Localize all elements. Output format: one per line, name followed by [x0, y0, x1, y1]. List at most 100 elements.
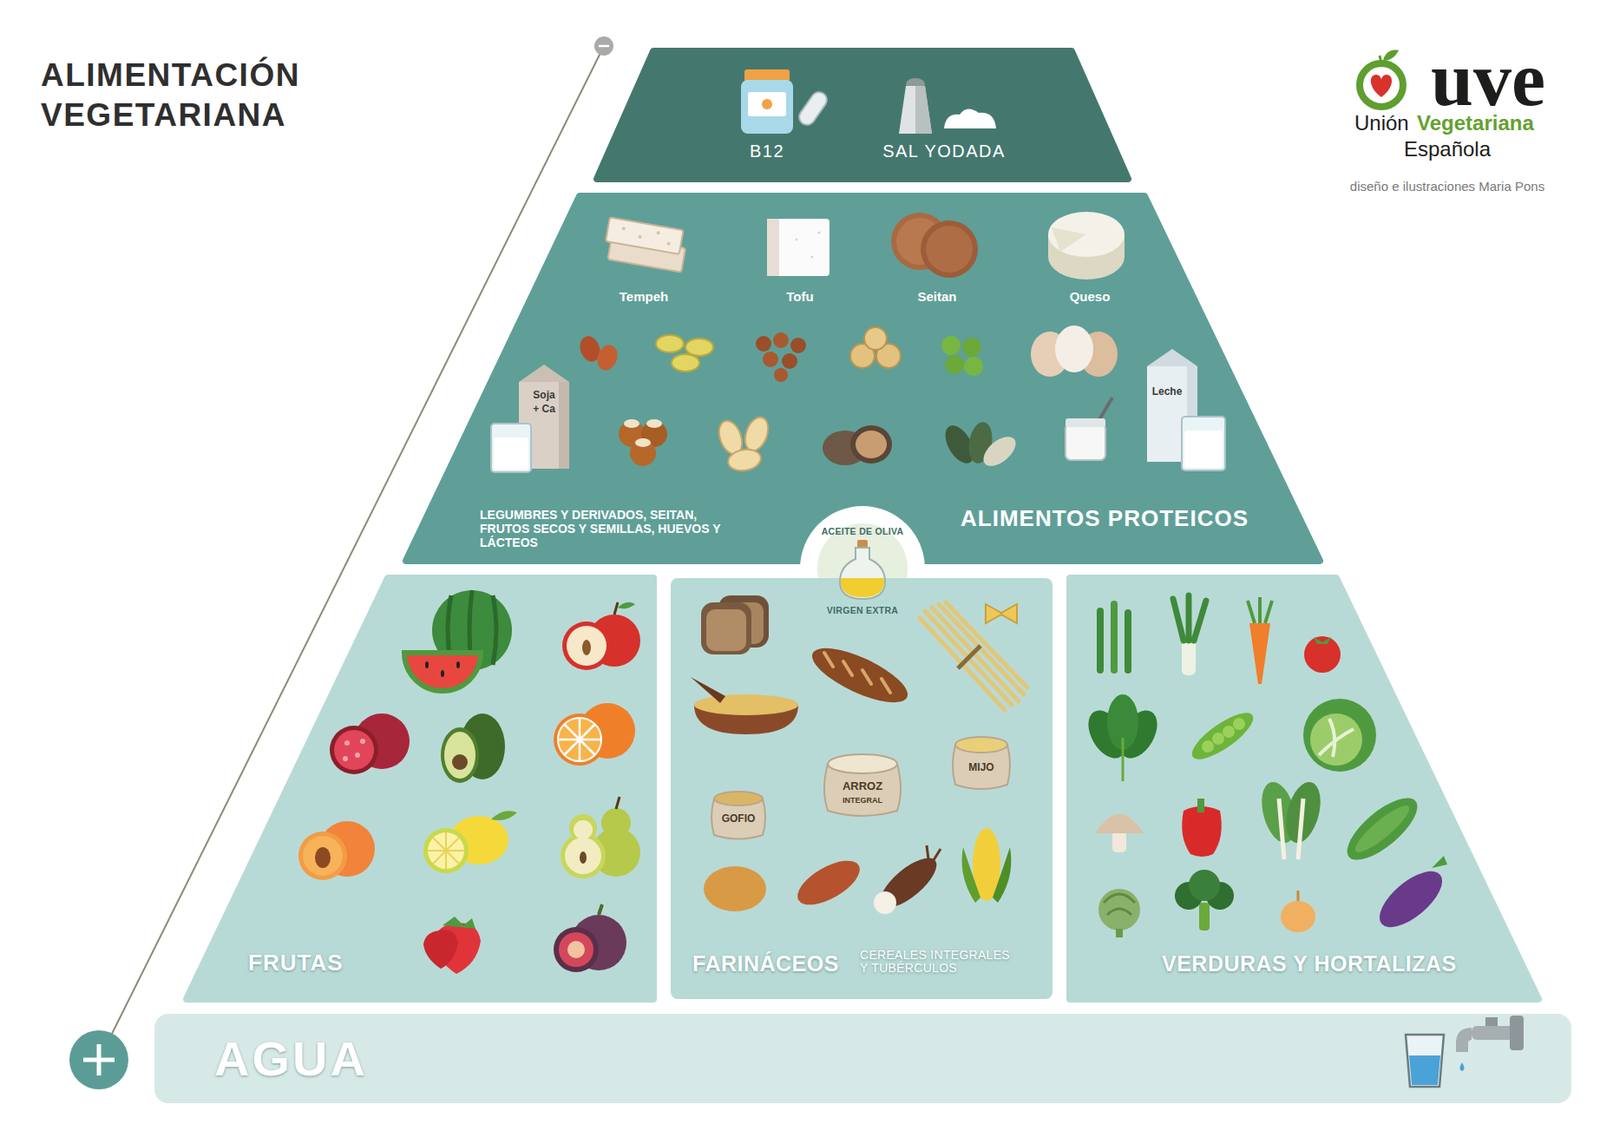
- logo-text: Unión: [1354, 111, 1417, 136]
- cabbage: [1303, 698, 1377, 772]
- legumes: [577, 327, 984, 382]
- band-heading: FRUTAS: [248, 950, 457, 977]
- band-heading-slot: ALIMENTOS PROTEICOS: [960, 505, 1273, 532]
- band-outline: [1069, 577, 1539, 999]
- apricot: [298, 820, 375, 880]
- band-heading-slot: FARINÁCEOS: [692, 950, 854, 977]
- sack-label-slot: INTEGRAL: [830, 795, 895, 805]
- soy-milk: [491, 364, 570, 473]
- band-outline: [154, 1013, 1572, 1103]
- strawberries: [423, 916, 481, 974]
- pasta: [919, 602, 1028, 710]
- asparagus: [1096, 600, 1132, 674]
- supplement-band: B12 SAL YODADA: [596, 51, 1128, 179]
- onion: [1280, 890, 1316, 932]
- almonds: [714, 413, 773, 473]
- credit-note: diseño e ilustraciones Maria Pons: [1321, 178, 1574, 194]
- item-label-slot: SAL YODADA: [844, 141, 1044, 162]
- supplement-band-shape: [596, 51, 1128, 179]
- b12-jar: [740, 69, 794, 134]
- sack-label: ARROZ: [830, 780, 895, 794]
- item-label: B12: [697, 141, 837, 162]
- logo-text: Española: [1382, 137, 1513, 162]
- carrot: [1247, 596, 1273, 684]
- badge-text-slot: ACEITE DE OLIVA: [808, 525, 917, 537]
- band-outline: [186, 577, 654, 999]
- logo-mark: uve: [1409, 41, 1567, 119]
- cheese: [1048, 211, 1125, 280]
- sack-label: GOFIO: [713, 813, 764, 826]
- pill: [796, 89, 831, 129]
- item-label-slot: B12: [697, 141, 837, 162]
- spinach: [1080, 694, 1165, 781]
- band-note-slot: CEREALES INTEGRALES Y TUBÉRCULOS: [859, 948, 1017, 976]
- band-outline: [596, 51, 1128, 179]
- hazelnuts: [618, 419, 668, 466]
- milk: [1147, 348, 1226, 471]
- package-label-slot: Soja: [520, 389, 568, 402]
- pumpkin-seeds: [939, 419, 1022, 472]
- avocado: [440, 713, 505, 783]
- tap: [1455, 1015, 1524, 1071]
- logo-text-slot: Unión: [1354, 111, 1417, 136]
- logo-text-slot: Vegetariana: [1416, 111, 1567, 136]
- peas: [1186, 704, 1260, 767]
- olive-oil-bottle: [839, 539, 886, 599]
- tofu: [767, 218, 830, 276]
- badge-text-slot: VIRGEN EXTRA: [814, 604, 911, 616]
- logo-text-slot: Española: [1382, 137, 1513, 162]
- logo-text: Vegetariana: [1416, 111, 1567, 136]
- water-glass: [1405, 1034, 1444, 1087]
- logo-apple: [1359, 50, 1404, 108]
- corn: [962, 827, 1012, 903]
- sack-label-slot: ARROZ: [830, 780, 895, 794]
- diagram-title-slot: ALIMENTACIÓN VEGETARIANA: [40, 55, 371, 137]
- baguette: [805, 637, 915, 714]
- pomegranate: [329, 713, 410, 774]
- sacks: [711, 736, 1010, 840]
- item-label: Seitan: [889, 288, 985, 304]
- tempeh: [603, 216, 689, 272]
- eggs: [1030, 325, 1118, 377]
- lemon: [423, 810, 518, 873]
- band-heading: VERDURAS Y HORTALIZAS: [1161, 950, 1501, 977]
- pepper: [1181, 798, 1222, 857]
- seitan: [891, 212, 978, 278]
- diagram-title: ALIMENTACIÓN VEGETARIANA: [40, 55, 371, 137]
- package-label: Soja: [520, 389, 568, 402]
- sack-label-slot: MIJO: [956, 761, 1007, 774]
- band-outline: [670, 577, 1053, 999]
- orange: [553, 702, 636, 766]
- item-label: Queso: [1042, 288, 1138, 304]
- salt-shaker: [898, 78, 997, 134]
- item-label-slot: Queso: [1042, 288, 1138, 304]
- package-label-slot: Leche: [1147, 386, 1187, 399]
- logo-mark-slot: uve: [1409, 41, 1567, 119]
- band-heading-slot: AGUA: [214, 1030, 492, 1087]
- band-note-slot: LEGUMBRES Y DERIVADOS, SEITAN, FRUTOS SE…: [479, 508, 749, 550]
- chard: [1255, 778, 1326, 860]
- sack-label: MIJO: [956, 761, 1007, 774]
- item-label-slot: Tofu: [756, 288, 844, 304]
- leek: [1173, 595, 1207, 676]
- cucumber: [1337, 787, 1427, 871]
- band-heading: AGUA: [214, 1030, 492, 1087]
- badge-text: ACEITE DE OLIVA: [808, 525, 917, 537]
- item-label-slot: Seitan: [889, 288, 985, 304]
- package-label-slot: + Ca: [520, 403, 568, 416]
- band-heading: FARINÁCEOS: [692, 950, 854, 977]
- band-heading-slot: FRUTAS: [248, 950, 457, 977]
- sack-label: INTEGRAL: [830, 795, 895, 805]
- yogurt: [1065, 397, 1113, 460]
- band-heading: ALIMENTOS PROTEICOS: [960, 505, 1273, 532]
- credit-note-slot: diseño e ilustraciones Maria Pons: [1321, 178, 1574, 194]
- gofio-bowl: [690, 676, 799, 735]
- package-label: + Ca: [520, 403, 568, 416]
- band-note: LEGUMBRES Y DERIVADOS, SEITAN, FRUTOS SE…: [479, 508, 749, 550]
- band-heading-slot: VERDURAS Y HORTALIZAS: [1161, 950, 1501, 977]
- band-outline: [406, 196, 1320, 561]
- package-label: Leche: [1147, 386, 1187, 399]
- broccoli: [1174, 869, 1234, 931]
